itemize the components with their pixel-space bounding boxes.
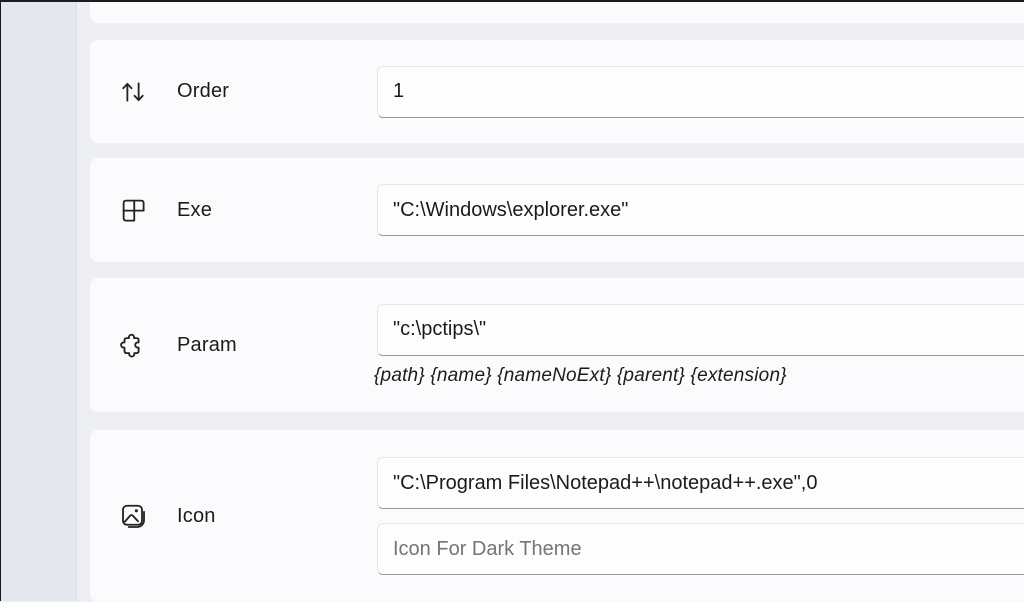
icon-dark-theme-input[interactable]	[377, 523, 1024, 575]
order-label: Order	[177, 80, 230, 102]
order-row: Order	[90, 40, 1024, 143]
exe-row: Exe	[90, 158, 1024, 262]
param-label: Param	[177, 333, 237, 356]
screenshot-left-border	[0, 0, 1, 601]
param-row: Param {path} {name} {nameNoExt} {parent}…	[90, 278, 1024, 412]
order-input[interactable]	[377, 65, 1024, 118]
icon-fields	[377, 457, 1024, 575]
exe-label: Exe	[177, 198, 213, 221]
icon-row: Icon	[90, 430, 1024, 602]
previous-row-card-partial	[90, 2, 1024, 23]
image-icon	[118, 501, 148, 531]
order-fields	[377, 65, 1024, 118]
screenshot-top-border	[0, 0, 1024, 2]
layout-grid-icon	[118, 195, 148, 225]
icon-path-input[interactable]	[377, 457, 1024, 509]
settings-panel: Order Exe Param {path} {name} {nameNoExt…	[78, 0, 1024, 602]
exe-path-input[interactable]	[377, 184, 1024, 236]
sort-arrows-icon	[118, 77, 148, 107]
param-input[interactable]	[377, 303, 1024, 356]
icon-label: Icon	[177, 504, 216, 527]
left-sidebar	[1, 2, 77, 601]
param-placeholders-hint: {path} {name} {nameNoExt} {parent} {exte…	[374, 364, 787, 386]
puzzle-piece-icon	[118, 330, 148, 360]
exe-fields	[377, 184, 1024, 236]
param-fields: {path} {name} {nameNoExt} {parent} {exte…	[374, 303, 1024, 387]
